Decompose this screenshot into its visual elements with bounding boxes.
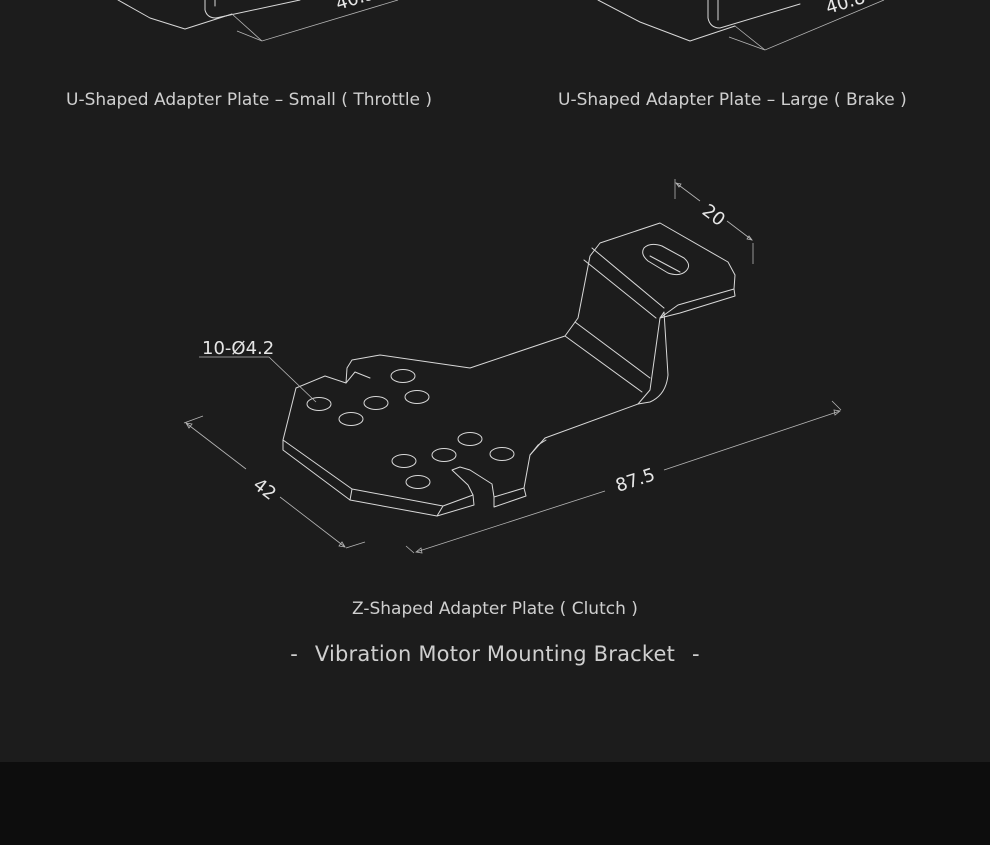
mount-hole	[404, 390, 430, 404]
length-dimension: 87.5	[613, 464, 658, 496]
mount-hole	[431, 448, 457, 462]
tab-dimension: 20	[698, 200, 729, 231]
u-plate-small-drawing: 40.5	[117, 0, 399, 42]
width-dimension: 42	[249, 474, 280, 505]
mount-hole	[391, 454, 417, 468]
mount-hole	[489, 447, 515, 461]
mount-hole	[390, 369, 416, 383]
section-title: - Vibration Motor Mounting Bracket -	[0, 642, 990, 666]
mount-hole	[457, 432, 483, 446]
u-plate-large-drawing: 40.8	[597, 0, 885, 51]
footer-band	[0, 762, 990, 845]
content-panel	[0, 0, 990, 762]
hole-callout-label: 10-Ø4.2	[202, 338, 274, 359]
u-plate-large-caption: U-Shaped Adapter Plate – Large ( Brake )	[558, 90, 907, 110]
mount-hole	[306, 397, 332, 411]
z-plate-drawing: 10-Ø4.2 42 87.5 20	[183, 179, 842, 554]
section-title-text: Vibration Motor Mounting Bracket	[314, 642, 676, 666]
u-plate-small-caption: U-Shaped Adapter Plate – Small ( Throttl…	[66, 90, 433, 110]
mount-hole	[405, 475, 431, 489]
z-plate-caption: Z-Shaped Adapter Plate ( Clutch )	[352, 599, 638, 619]
title-dash-left: -	[290, 642, 298, 666]
mount-hole	[338, 412, 364, 426]
title-dash-right: -	[692, 642, 700, 666]
mount-hole	[363, 396, 389, 410]
